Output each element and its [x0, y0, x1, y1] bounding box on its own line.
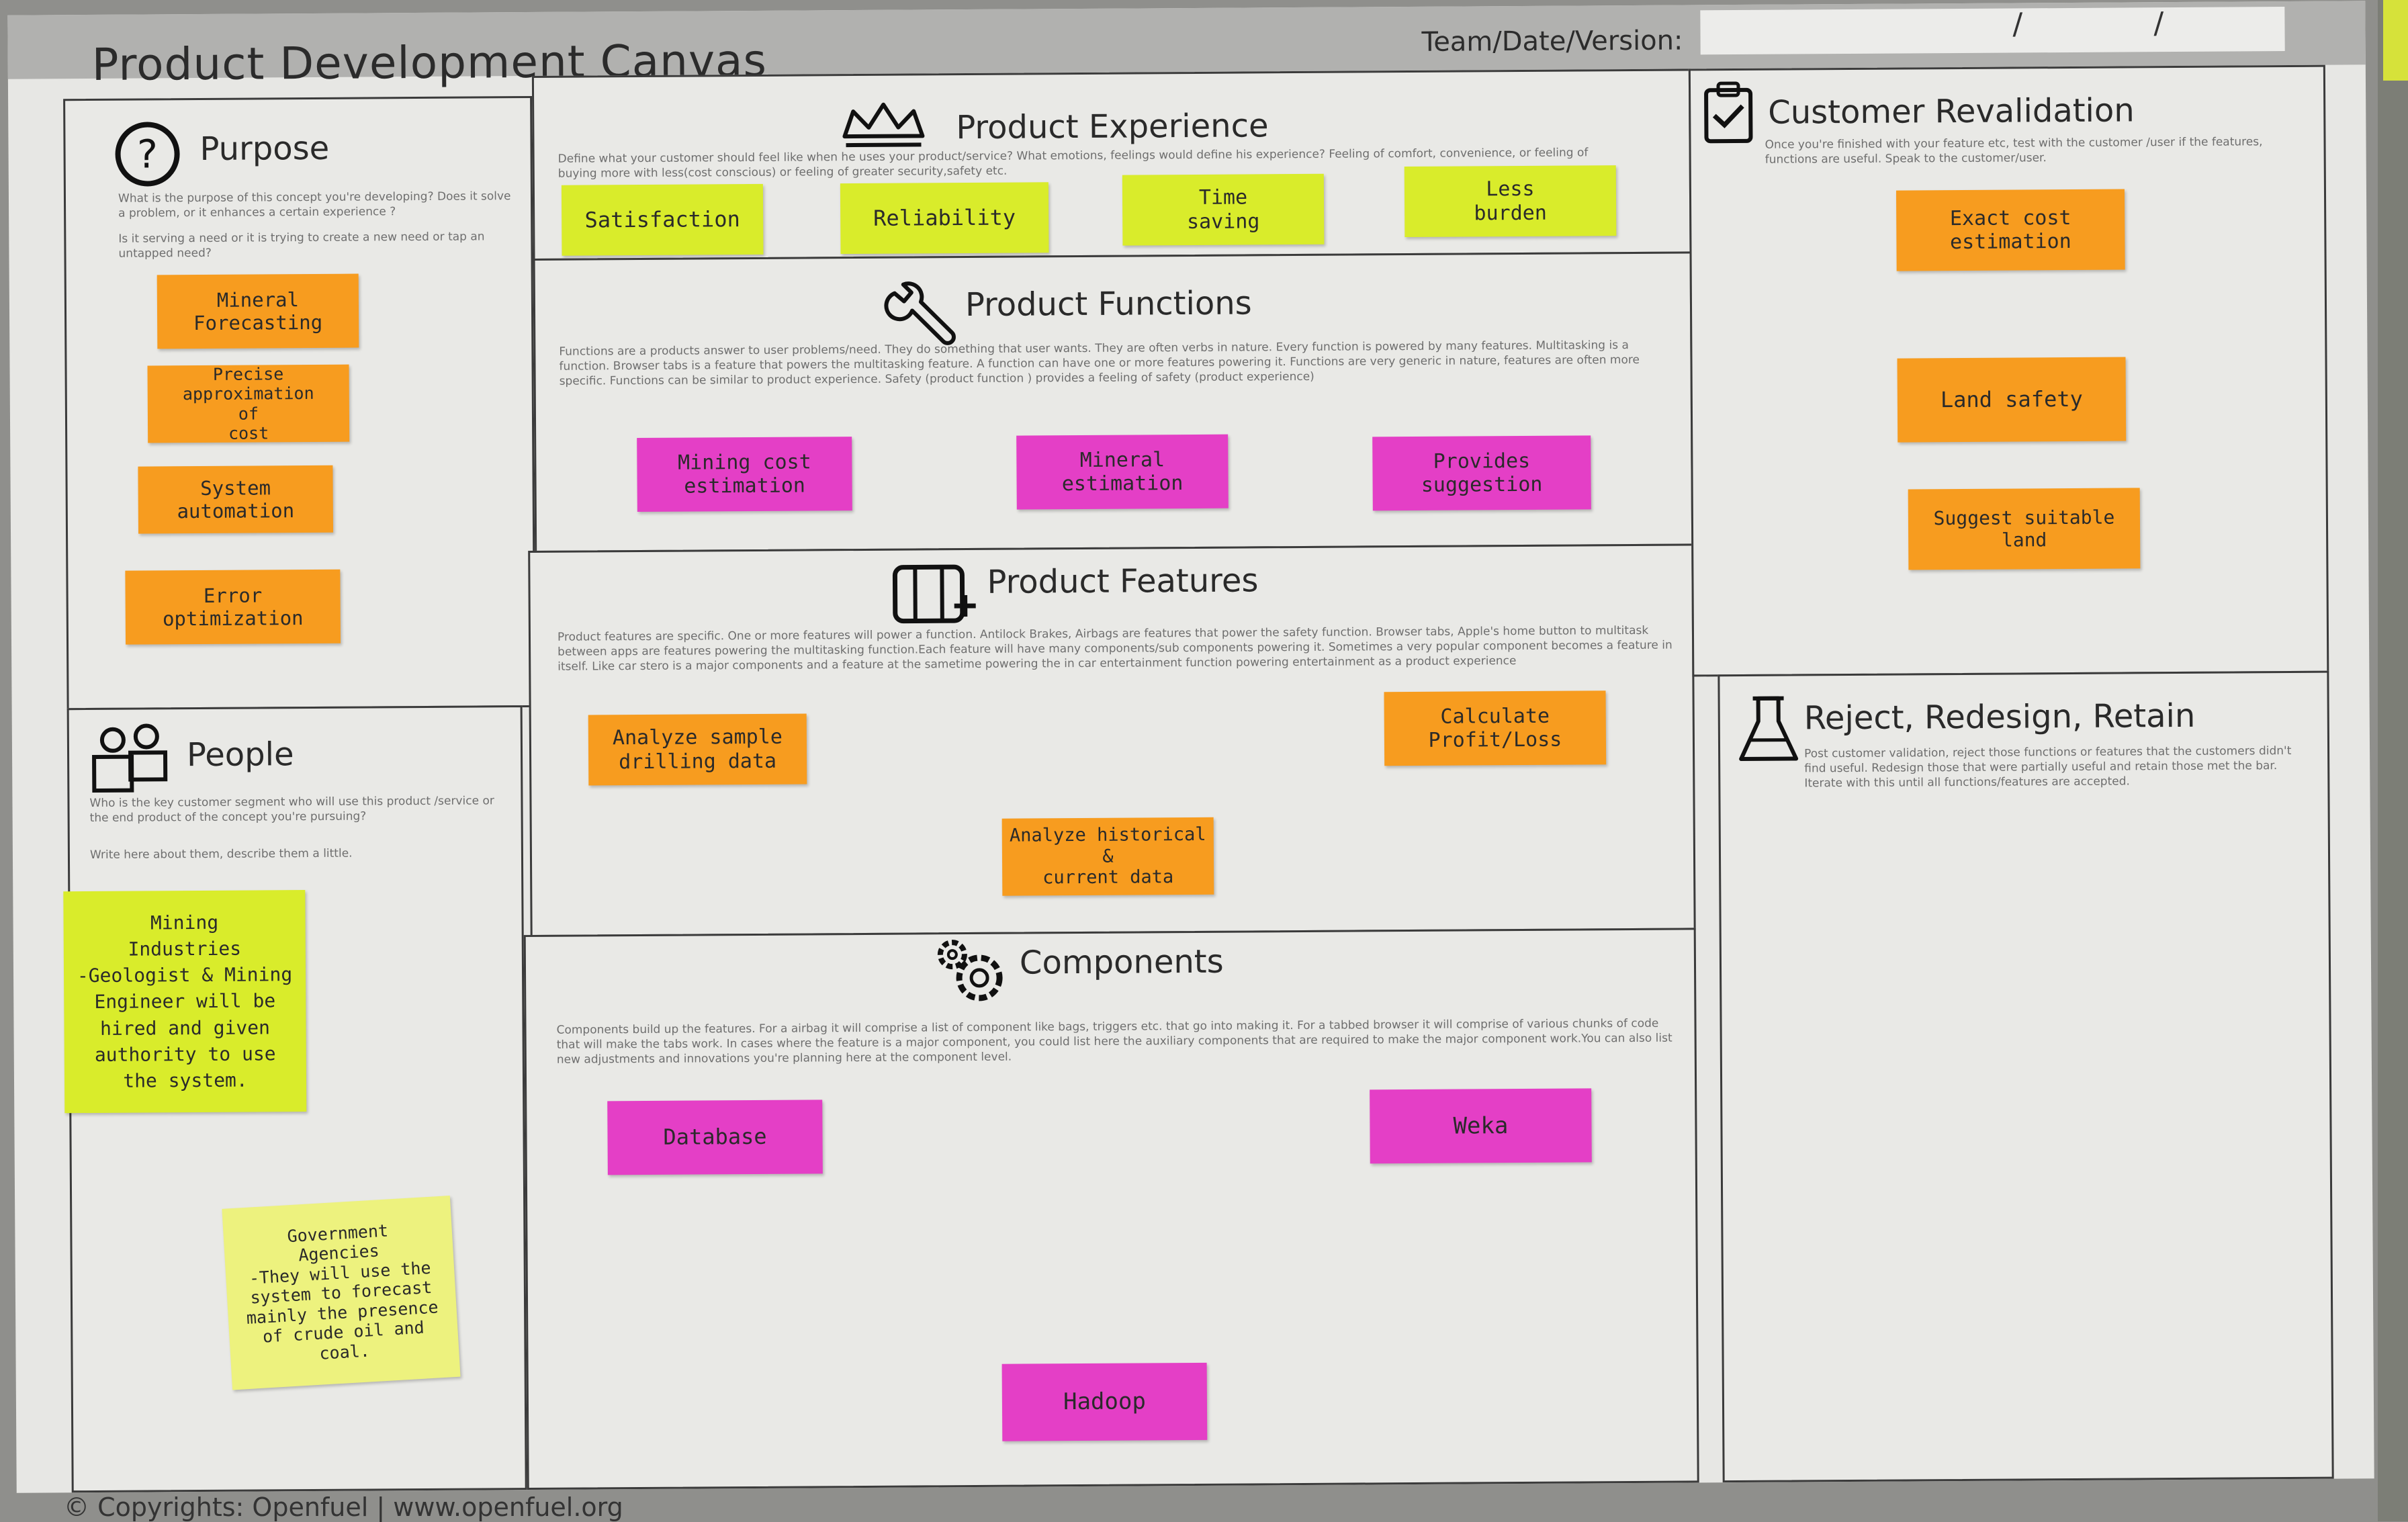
reject-redesign-retain-title: Reject, Redesign, Retain [1804, 697, 2196, 737]
purpose-title: Purpose [199, 130, 329, 168]
purpose-note-cost-approximation[interactable]: Precise approximation of cost [148, 365, 350, 443]
team-date-version-label: Team/Date/Version: [1421, 26, 1683, 58]
crown-icon [836, 99, 930, 153]
components-note-database[interactable]: Database [607, 1100, 823, 1175]
components-note-hadoop[interactable]: Hadoop [1002, 1363, 1208, 1441]
svg-text:?: ? [137, 131, 158, 177]
product-functions-title: Product Functions [965, 284, 1252, 324]
question-icon: ? [112, 119, 183, 189]
purpose-desc-1: What is the purpose of this concept you'… [118, 189, 521, 221]
revalidation-note-land-safety[interactable]: Land safety [1897, 357, 2126, 442]
canvas-poster: Product Development Canvas Team/Date/Ver… [7, 1, 2374, 1492]
clipboard-check-icon [1701, 81, 1758, 145]
wall-edge [2378, 0, 2408, 1521]
experience-note-less-burden[interactable]: Less burden [1404, 165, 1617, 237]
toolbox-icon [889, 553, 981, 628]
people-title: People [187, 735, 294, 774]
product-experience-section: Product Experience Define what your cust… [532, 69, 1692, 261]
features-note-calculate-profit-loss[interactable]: Calculate Profit/Loss [1384, 690, 1607, 766]
people-note-mining-industries[interactable]: Mining Industries -Geologist & Mining En… [63, 890, 306, 1113]
functions-note-provides-suggestion[interactable]: Provides suggestion [1372, 435, 1591, 510]
purpose-desc-2: Is it serving a need or it is trying to … [118, 229, 521, 261]
people-desc-2: Write here about them, describe them a l… [90, 845, 513, 862]
customer-revalidation-desc: Once you're finished with your feature e… [1765, 134, 2275, 167]
experience-note-time-saving[interactable]: Time saving [1122, 174, 1325, 246]
wrench-icon [881, 278, 963, 349]
gears-icon [929, 934, 1014, 1005]
team-date-version-field[interactable] [1700, 7, 2284, 54]
copyright-footer: © Copyrights: Openfuel | www.openfuel.or… [64, 1492, 623, 1522]
product-functions-desc: Functions are a products answer to user … [559, 338, 1667, 389]
customer-revalidation-title: Customer Revalidation [1768, 91, 2135, 131]
features-note-analyze-historical-current[interactable]: Analyze historical & current data [1002, 817, 1214, 896]
reject-redesign-retain-desc: Post customer validation, reject those f… [1804, 744, 2301, 791]
people-icon [86, 723, 174, 797]
components-title: Components [1020, 943, 1224, 982]
purpose-note-system-automation[interactable]: System automation [138, 465, 333, 534]
people-section: People Who is the key customer segment w… [67, 705, 527, 1492]
purpose-note-error-optimization[interactable]: Error optimization [125, 570, 341, 645]
components-note-weka[interactable]: Weka [1370, 1088, 1592, 1163]
edge-sticky-note [2383, 0, 2408, 81]
product-experience-title: Product Experience [956, 107, 1269, 146]
people-desc-1: Who is the key customer segment who will… [89, 793, 512, 825]
reject-redesign-retain-section: Reject, Redesign, Retain Post customer v… [1718, 671, 2333, 1483]
version-separator: / [2153, 6, 2164, 40]
revalidation-note-exact-cost-estimation[interactable]: Exact cost estimation [1896, 189, 2125, 271]
purpose-note-mineral-forecasting[interactable]: Mineral Forecasting [157, 274, 359, 349]
functions-note-mining-cost-estimation[interactable]: Mining cost estimation [637, 437, 852, 512]
revalidation-note-suggest-suitable-land[interactable]: Suggest suitable land [1908, 488, 2141, 570]
components-section: Components Components build up the featu… [524, 928, 1699, 1490]
components-desc: Components build up the features. For a … [556, 1016, 1685, 1067]
date-separator: / [2012, 7, 2022, 41]
people-note-government-agencies[interactable]: Government Agencies -They will use the s… [222, 1196, 460, 1390]
product-features-title: Product Features [987, 562, 1258, 600]
experience-note-reliability[interactable]: Reliability [840, 182, 1049, 254]
customer-revalidation-section: Customer Revalidation Once you're finish… [1689, 65, 2329, 677]
product-features-desc: Product features are specific. One or mo… [558, 623, 1679, 674]
functions-note-mineral-estimation[interactable]: Mineral estimation [1016, 435, 1229, 510]
product-features-section: Product Features Product features are sp… [528, 543, 1695, 937]
features-note-analyze-sample-drilling[interactable]: Analyze sample drilling data [588, 713, 807, 785]
experience-note-satisfaction[interactable]: Satisfaction [562, 184, 764, 256]
purpose-section: ? Purpose What is the purpose of this co… [63, 96, 536, 710]
flask-icon [1737, 692, 1801, 767]
product-functions-section: Product Functions Functions are a produc… [533, 251, 1694, 553]
